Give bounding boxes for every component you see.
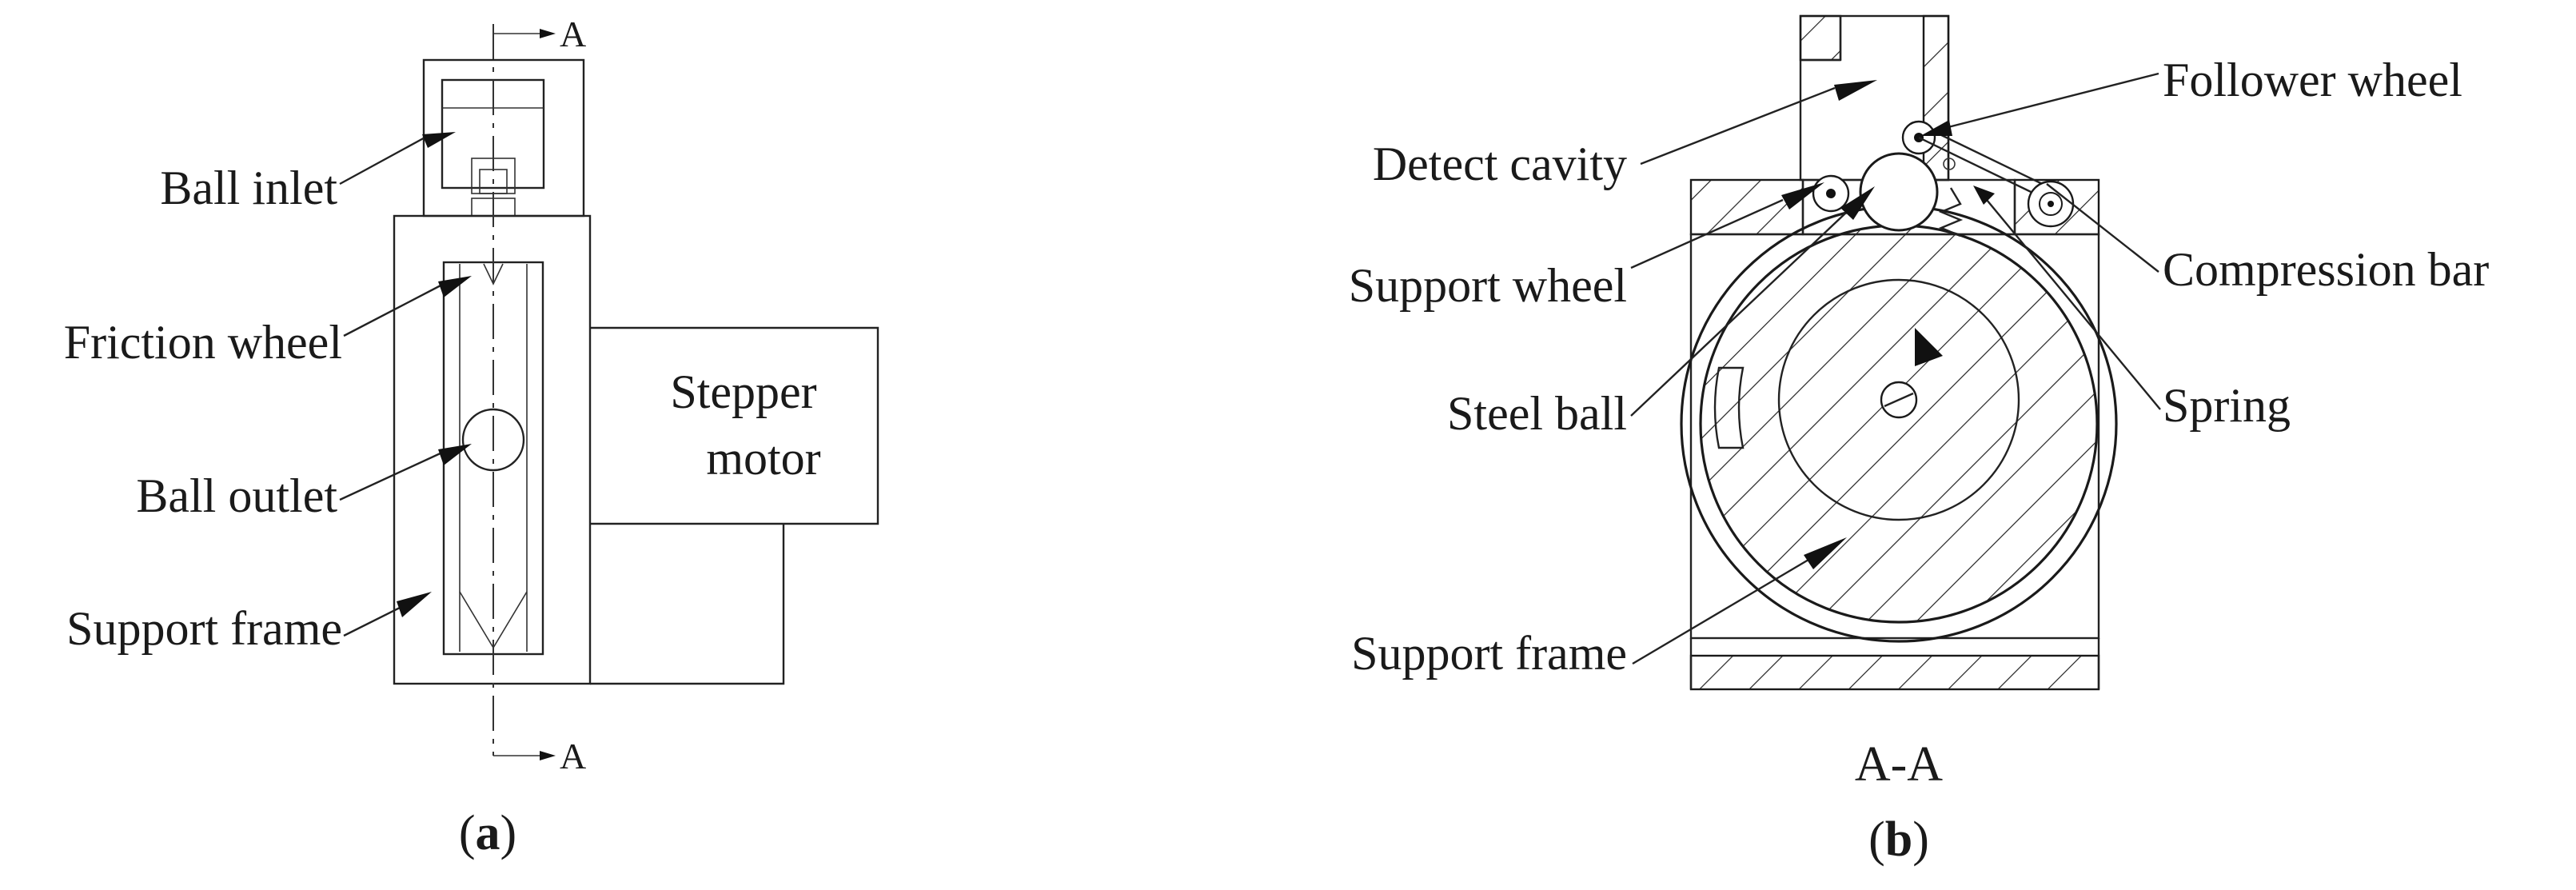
figure-b: Detect cavity Support wheel Steel ball S…: [1349, 14, 2489, 867]
label-compression-bar: Compression bar: [2163, 243, 2489, 296]
caption-b-close: ): [1912, 812, 1929, 867]
caption-a-letter: a: [476, 806, 500, 860]
motor-mount: [590, 524, 785, 685]
ball-outlet-a: [461, 408, 525, 472]
compression-bar: [1918, 136, 2052, 203]
figure-a: A A Ball inlet Friction wheel Ball outle…: [64, 14, 879, 860]
label-support-frame-a: Support frame: [66, 602, 342, 655]
caption-a-open: (: [459, 806, 476, 860]
caption-b-open: (: [1868, 812, 1885, 867]
label-spring: Spring: [2163, 379, 2291, 432]
caption-a: (a): [459, 806, 516, 860]
label-stepper-line1: Stepper: [670, 365, 816, 418]
frame-bottom: [1689, 654, 2100, 691]
rotation-arrow: [1915, 328, 1943, 366]
section-title-b: A-A: [1855, 737, 1943, 792]
label-ball-outlet: Ball outlet: [136, 469, 337, 522]
label-ball-inlet: Ball inlet: [160, 162, 337, 214]
label-support-wheel: Support wheel: [1349, 259, 1627, 312]
spring: [1938, 187, 1964, 237]
section-mark-top: A: [560, 14, 586, 54]
frame-top-left: [1689, 178, 1804, 236]
leaders-a: [339, 132, 472, 637]
caption-a-close: ): [500, 806, 517, 860]
label-steel-ball: Steel ball: [1447, 387, 1627, 440]
label-stepper-line2: motor: [706, 432, 820, 485]
caption-b-letter: b: [1885, 812, 1912, 867]
label-friction-wheel: Friction wheel: [64, 316, 342, 369]
steel-ball: [1859, 152, 1939, 232]
label-detect-cavity: Detect cavity: [1373, 138, 1627, 190]
section-mark-bottom: A: [560, 736, 586, 776]
wheel-rotation-circle: [1777, 278, 2020, 521]
label-follower-wheel: Follower wheel: [2163, 54, 2462, 106]
caption-b: (b): [1868, 812, 1929, 867]
leaders-b: [1630, 72, 2161, 665]
ball-pocket: [1713, 366, 1745, 449]
support-frame-a: [393, 214, 592, 685]
label-support-frame-b: Support frame: [1351, 627, 1627, 680]
inlet-housing: [422, 58, 585, 218]
stepper-motor: [590, 326, 879, 525]
